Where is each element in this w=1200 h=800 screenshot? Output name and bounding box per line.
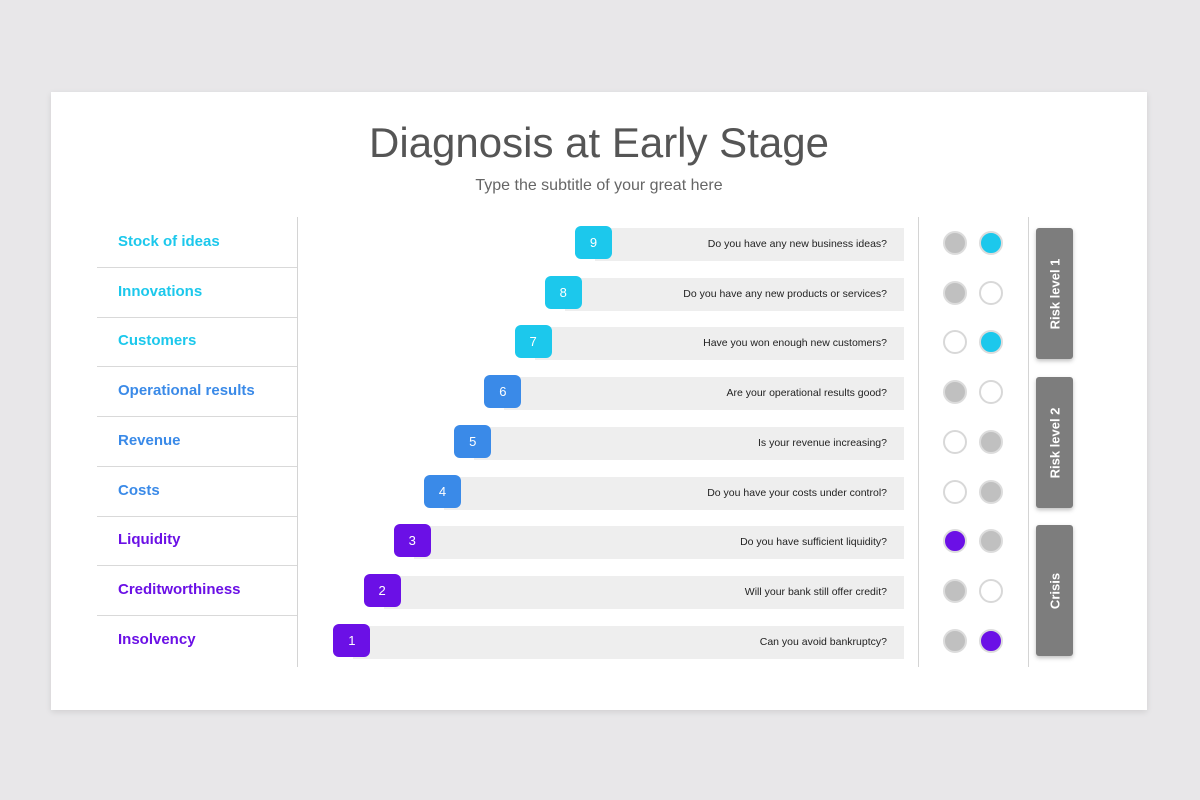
row-separator xyxy=(97,416,297,418)
table-row: Liquidity Do you have sufficient liquidit… xyxy=(97,516,1003,567)
step-number-badge: 4 xyxy=(424,474,461,508)
row-label: Revenue xyxy=(118,431,181,449)
right-status-circle xyxy=(979,280,1003,305)
row-label: Insolvency xyxy=(118,630,196,648)
question-bar: Are your operational results good? xyxy=(504,377,904,411)
step-number-badge: 8 xyxy=(544,275,582,309)
row-separator xyxy=(97,366,297,368)
question-text: Are your operational results good? xyxy=(726,387,887,400)
row-label: Operational results xyxy=(118,382,255,400)
slide: Diagnosis at Early Stage Type the subtit… xyxy=(51,92,1147,710)
right-status-circle xyxy=(979,429,1003,454)
row-separator xyxy=(97,316,297,318)
risk-level-box: Risk level 2 xyxy=(1036,377,1073,508)
left-status-circle xyxy=(943,529,967,554)
row-label: Stock of ideas xyxy=(118,233,220,250)
risk-level-box: Risk level 1 xyxy=(1036,228,1073,359)
left-status-circle xyxy=(943,578,967,603)
right-status-circle xyxy=(979,628,1003,653)
step-number-badge: 5 xyxy=(454,424,492,458)
table-row: Operational results Are your operational … xyxy=(97,367,1003,418)
left-status-circle xyxy=(943,429,967,454)
step-number-badge: 7 xyxy=(514,325,552,359)
question-bar: Do you have sufficient liquidity? xyxy=(413,526,904,560)
row-separator xyxy=(97,515,297,517)
table-row: Creditworthiness Will your bank still off… xyxy=(97,566,1003,616)
row-separator xyxy=(97,267,297,268)
question-bar: Do you have any new products or services… xyxy=(564,277,904,311)
row-label: Creditworthiness xyxy=(118,580,241,598)
question-bar: Can you avoid bankruptcy? xyxy=(353,625,904,659)
question-text: Can you avoid bankruptcy? xyxy=(759,635,887,648)
left-status-circle xyxy=(943,628,967,653)
row-separator xyxy=(97,614,297,616)
table-row: Insolvency Can you avoid bankruptcy? 1 xyxy=(97,616,1003,666)
right-status-circle xyxy=(979,231,1003,255)
question-bar: Have you won enough new customers? xyxy=(534,327,904,361)
step-number-badge: 9 xyxy=(575,226,612,259)
divider-line xyxy=(918,217,919,667)
divider-line xyxy=(1028,217,1029,667)
step-number-badge: 3 xyxy=(393,524,431,558)
risk-level-label: Risk level 2 xyxy=(1047,407,1062,478)
row-label: Liquidity xyxy=(118,531,181,549)
question-text: Do you have sufficient liquidity? xyxy=(740,536,887,549)
step-number-badge: 2 xyxy=(363,573,401,607)
risk-level-label: Risk level 1 xyxy=(1047,258,1062,329)
table-row: Stock of ideas Do you have any new busine… xyxy=(97,218,1003,268)
left-status-circle xyxy=(943,231,967,255)
question-text: Do you have any new business ideas? xyxy=(707,238,887,250)
divider-line xyxy=(297,217,298,667)
left-status-circle xyxy=(943,280,967,305)
question-text: Have you won enough new customers? xyxy=(703,337,887,350)
right-status-circle xyxy=(979,330,1003,355)
right-status-circle xyxy=(979,578,1003,603)
row-separator xyxy=(97,465,297,467)
table-row: Costs Do you have your costs under contro… xyxy=(97,467,1003,517)
row-label: Customers xyxy=(118,332,197,350)
right-status-circle xyxy=(979,380,1003,405)
row-label: Innovations xyxy=(118,282,203,300)
row-separator xyxy=(97,565,297,567)
question-text: Is your revenue increasing? xyxy=(757,436,887,449)
step-number-badge: 6 xyxy=(484,375,522,409)
question-text: Will your bank still offer credit? xyxy=(744,585,887,598)
table-row: Customers Have you won enough new custome… xyxy=(97,317,1003,368)
right-status-circle xyxy=(979,529,1003,554)
question-text: Do you have any new products or services… xyxy=(683,287,887,300)
right-status-circle xyxy=(979,479,1003,504)
left-status-circle xyxy=(943,479,967,504)
question-bar: Do you have your costs under control? xyxy=(444,476,904,510)
question-bar: Is your revenue increasing? xyxy=(474,426,904,460)
question-bar: Will your bank still offer credit? xyxy=(383,575,904,609)
table-row: Innovations Do you have any new products … xyxy=(97,268,1003,318)
question-text: Do you have your costs under control? xyxy=(707,486,887,499)
page-title: Diagnosis at Early Stage xyxy=(369,119,829,166)
table-row: Revenue Is your revenue increasing? 5 xyxy=(97,417,1003,467)
question-bar: Do you have any new business ideas? xyxy=(595,228,904,261)
left-status-circle xyxy=(943,330,967,355)
left-status-circle xyxy=(943,380,967,405)
page-subtitle: Type the subtitle of your great here xyxy=(475,177,723,194)
risk-level-label: Crisis xyxy=(1047,572,1062,609)
row-label: Costs xyxy=(118,481,160,499)
step-number-badge: 1 xyxy=(333,623,371,657)
risk-level-box: Crisis xyxy=(1036,525,1073,656)
